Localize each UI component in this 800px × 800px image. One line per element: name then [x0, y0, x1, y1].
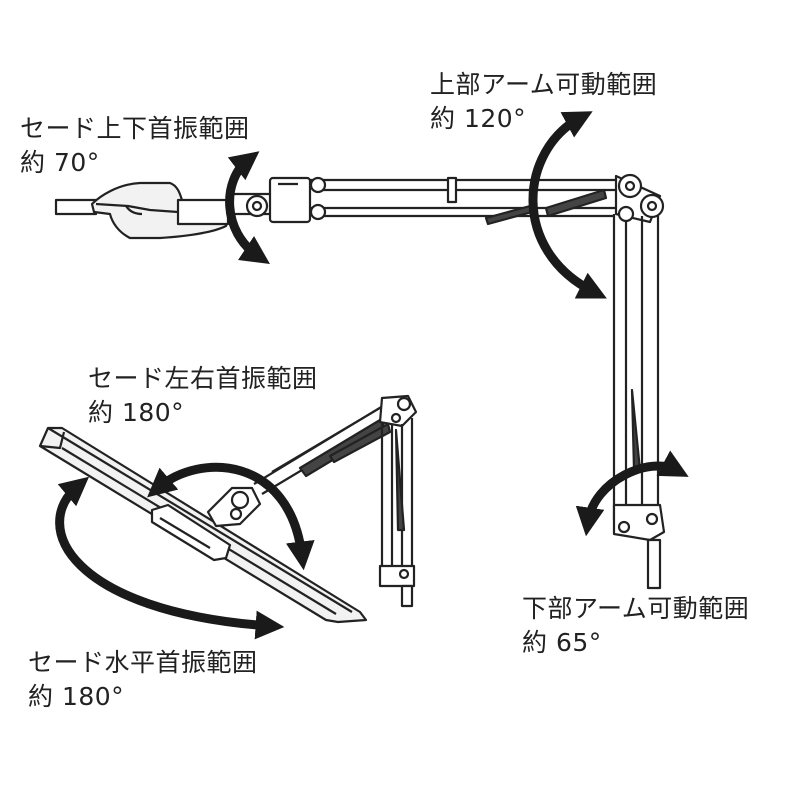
upper-arm-title: 上部アーム可動範囲: [430, 70, 658, 99]
lower-arm-perspective: [378, 418, 416, 608]
upper-arm-value: 約 120°: [430, 104, 527, 133]
motion-arrows: [55, 111, 689, 640]
upper-arm-arrow: [528, 111, 607, 299]
lower-arm-arrow: [575, 450, 689, 537]
shade-joint-side: [226, 176, 312, 224]
upper-arm-label: 上部アーム可動範囲 約 120°: [430, 68, 657, 136]
shade-swivel-lr-arrow: [147, 462, 315, 571]
shade-rotate-h-title: セード水平首振範囲: [28, 648, 258, 677]
shade-tilt-value: 約 70°: [20, 148, 100, 177]
shade-tilt-title: セード上下首振範囲: [20, 114, 250, 143]
shade-swivel-lr-title: セード左右首振範囲: [88, 364, 318, 393]
neck-joint-perspective: [206, 486, 262, 528]
shade-head-side: [54, 181, 232, 240]
upper-arm-side: [309, 176, 630, 226]
shade-tilt-label: セード上下首振範囲 約 70°: [20, 112, 250, 180]
shade-rotate-h-label: セード水平首振範囲 約 180°: [28, 646, 258, 714]
shade-rotate-h-arrow: [55, 476, 285, 640]
base-joint-side: [612, 503, 666, 590]
elbow-joint-perspective: [378, 394, 418, 428]
shade-swivel-lr-value: 約 180°: [88, 398, 185, 427]
lower-arm-label: 下部アーム可動範囲 約 65°: [522, 592, 749, 660]
lower-arm-title: 下部アーム可動範囲: [522, 594, 750, 623]
shade-rotate-h-value: 約 180°: [28, 682, 125, 711]
lower-arm-value: 約 65°: [522, 628, 602, 657]
shade-swivel-lr-label: セード左右首振範囲 約 180°: [88, 362, 318, 430]
elbow-joint-side: [614, 173, 665, 224]
shade-tilt-arrow: [225, 151, 270, 264]
